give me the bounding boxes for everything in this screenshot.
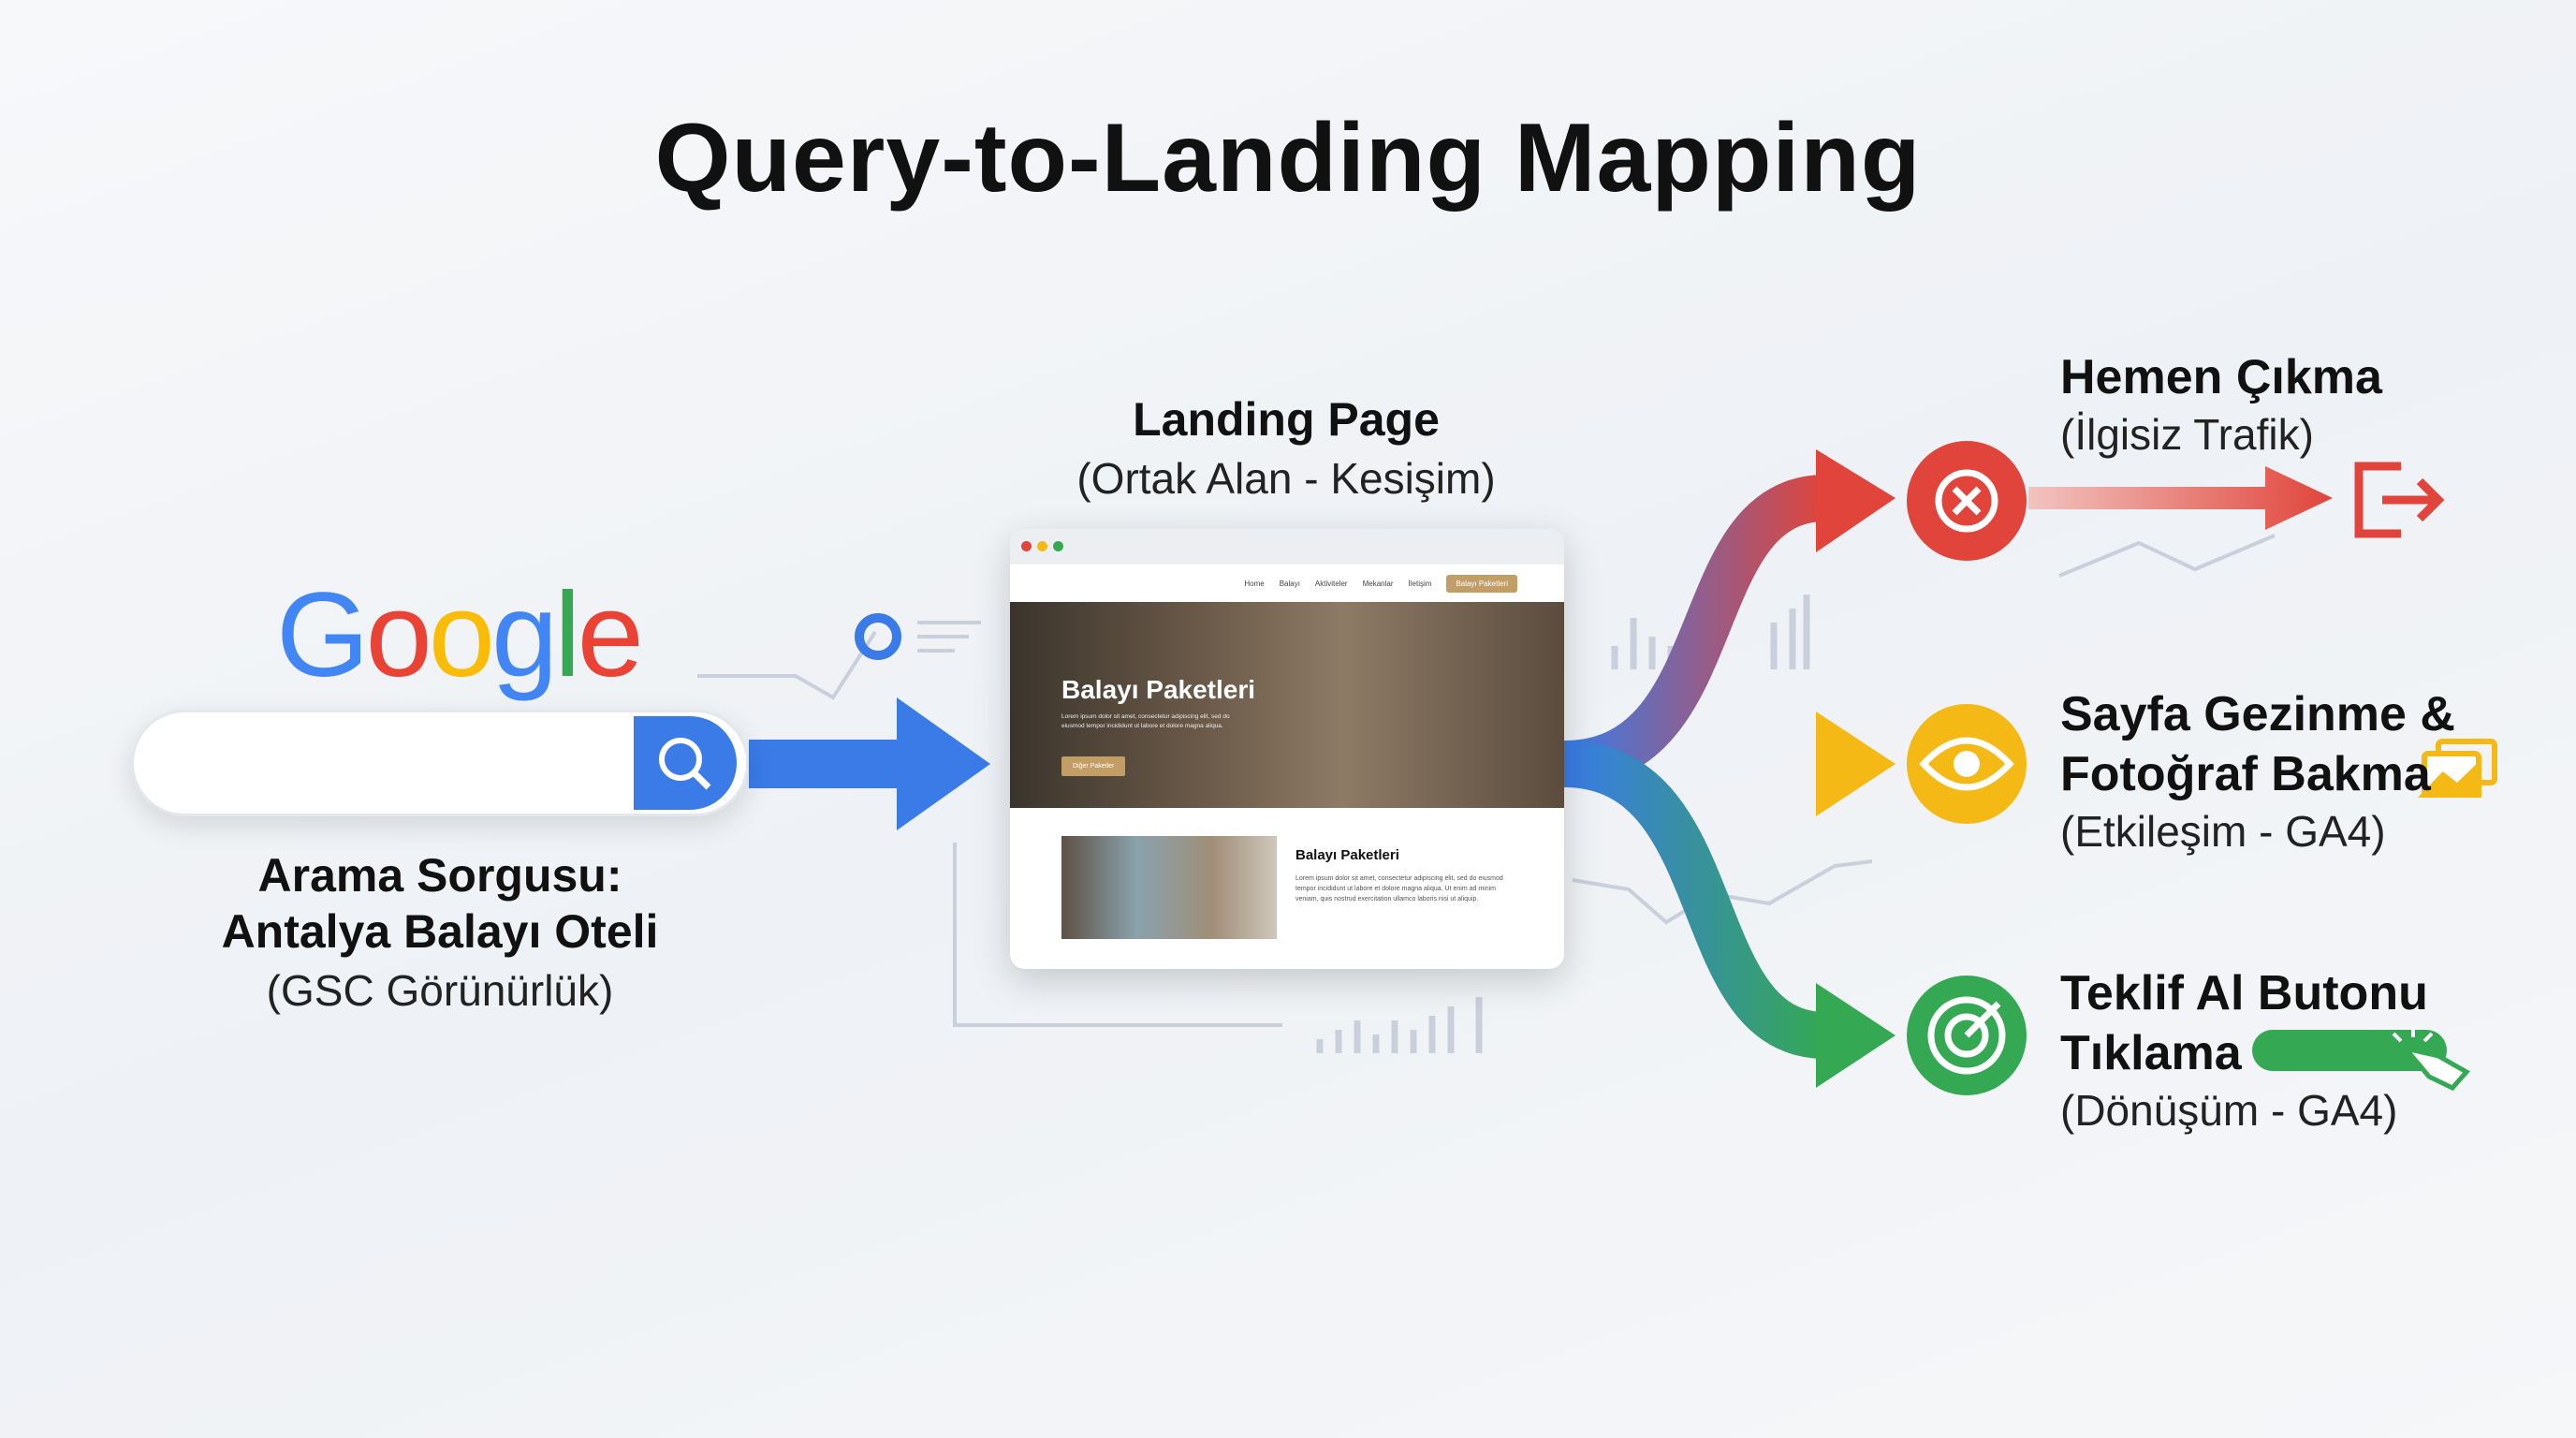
outcome-subtitle: (İlgisiz Trafik): [2060, 409, 2314, 459]
outcome-title: Tıklama: [2060, 1025, 2242, 1080]
outcome-conversion: Teklif Al Butonu Tıklama (Dönüşüm - GA4): [2060, 964, 2428, 1137]
close-dot: [1021, 541, 1032, 551]
hero-title: Balayı Paketleri: [1061, 675, 1256, 704]
outcome-title: Teklif Al Butonu: [2060, 966, 2428, 1020]
section-title: Balayı Paketleri: [1295, 847, 1399, 863]
nav-item[interactable]: Aktiviteler: [1314, 579, 1348, 588]
nav-cta-button[interactable]: Balayı Paketleri: [1446, 574, 1517, 593]
decorative-chart-lines: [697, 534, 2276, 1053]
hero-button[interactable]: Diğer Paketler: [1061, 756, 1126, 776]
section-text: Lorem ipsum dolor sit amet, consectetur …: [1295, 875, 1503, 903]
landing-subtitle: (Ortak Alan - Kesişim): [1076, 454, 1496, 503]
branch-conversion: [1562, 741, 1827, 1059]
google-logo: Google: [276, 568, 644, 702]
close-icon: [1907, 441, 2027, 561]
eye-icon: [1907, 704, 2027, 824]
target-icon: [1907, 976, 2027, 1095]
room-thumbnail: [1061, 836, 1277, 939]
page-title: Query-to-Landing Mapping: [654, 104, 1922, 213]
hero-image: Balayı Paketleri Lorem ipsum dolor sit a…: [1010, 602, 1564, 808]
bounce-arrow: [2028, 466, 2333, 530]
image-gallery-icon: [2418, 739, 2497, 798]
search-button[interactable]: [634, 716, 737, 810]
site-nav: Home Balayı Aktiviteler Mekanlar İletişi…: [1010, 565, 1564, 602]
search-input[interactable]: [131, 710, 749, 816]
query-source: (GSC Görünürlük): [266, 966, 614, 1015]
landing-page-mockup: Home Balayı Aktiviteler Mekanlar İletişi…: [1010, 529, 1564, 969]
maximize-dot: [1053, 541, 1063, 551]
outcome-subtitle: (Dönüşüm - GA4): [2060, 1085, 2398, 1135]
minimize-dot: [1037, 541, 1047, 551]
exit-icon: [2354, 462, 2445, 538]
query-arrow: [749, 697, 990, 830]
outcome-title: Sayfa Gezinme &: [2060, 687, 2455, 741]
nav-item[interactable]: İletişim: [1408, 579, 1432, 588]
nav-item[interactable]: Home: [1244, 579, 1265, 588]
click-button-icon: [2252, 1026, 2470, 1092]
landing-title: Landing Page: [1133, 393, 1440, 446]
branch-bounce: [1562, 475, 1827, 787]
browser-titlebar: [1010, 529, 1564, 565]
query-label: Arama Sorgusu:: [257, 849, 622, 902]
hero-text: Lorem ipsum dolor sit amet, consectetur …: [1061, 713, 1230, 730]
query-text: Antalya Balayı Oteli: [221, 905, 659, 958]
nav-item[interactable]: Mekanlar: [1362, 579, 1394, 588]
content-section: Balayı Paketleri Lorem ipsum dolor sit a…: [1010, 808, 1564, 969]
outcome-title: Hemen Çıkma: [2060, 350, 2382, 404]
search-icon: [659, 738, 711, 790]
outcome-bounce: Hemen Çıkma (İlgisiz Trafik): [2060, 348, 2382, 462]
outcome-engagement: Sayfa Gezinme & Fotoğraf Bakma (Etkileşi…: [2060, 685, 2455, 858]
nav-item[interactable]: Balayı: [1279, 579, 1300, 588]
outcome-title: Fotoğraf Bakma: [2060, 746, 2431, 801]
outcome-subtitle: (Etkileşim - GA4): [2060, 806, 2386, 856]
